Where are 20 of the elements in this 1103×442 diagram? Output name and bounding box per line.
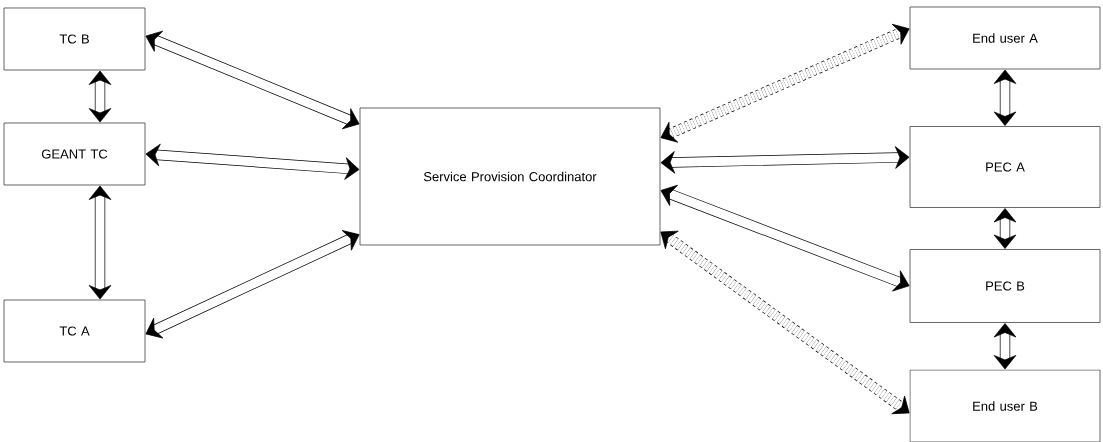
process-box: End user A (909, 6, 1101, 70)
double-arrow (88, 70, 112, 123)
double-arrow (660, 230, 910, 415)
double-arrow (660, 184, 910, 292)
double-arrow (993, 69, 1017, 126)
double-arrow (88, 185, 112, 300)
process-box: Service Provision Coordinator (359, 107, 661, 246)
process-box: TC A (3, 299, 146, 363)
double-arrow (145, 230, 360, 339)
process-box: PEC B (909, 249, 1101, 323)
double-arrow (145, 143, 360, 180)
process-box: PEC A (909, 126, 1101, 208)
double-arrow (993, 208, 1017, 249)
double-arrow (660, 146, 910, 174)
double-arrow (993, 323, 1017, 370)
process-box: End user B (909, 369, 1101, 442)
double-arrow (145, 30, 360, 130)
process-box: GEANT TC (3, 122, 146, 186)
process-box: TC B (3, 7, 146, 71)
double-arrow (660, 23, 910, 143)
